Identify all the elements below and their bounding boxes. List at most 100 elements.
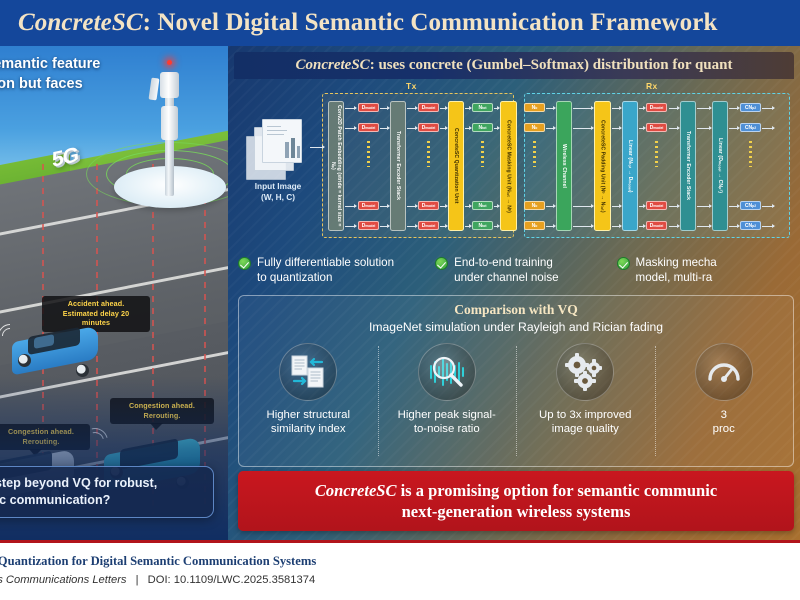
flow-arrow xyxy=(407,106,418,110)
comparison-label: 3 proc xyxy=(712,409,735,435)
feature-item: End-to-end training under channel noise xyxy=(435,256,616,296)
flow-arrow xyxy=(669,224,680,228)
flow-arrow xyxy=(380,224,390,228)
tower-antenna-arm xyxy=(148,77,160,101)
flow-arrow xyxy=(345,106,357,110)
check-icon xyxy=(435,257,449,270)
flow-arrow xyxy=(345,126,357,130)
ellipsis-dots xyxy=(481,141,484,167)
feature-item: Fully differentiable solution to quantiz… xyxy=(238,256,435,296)
gears-icon xyxy=(556,343,615,401)
ellipsis-dots xyxy=(427,141,430,167)
flow-arrow xyxy=(669,126,680,130)
check-icon xyxy=(238,257,251,270)
main-content-panel: ConcreteSC: uses concrete (Gumbel–Softma… xyxy=(228,46,800,540)
ellipsis-dots xyxy=(655,141,658,167)
wheel xyxy=(18,354,31,367)
subtitle-text: ConcreteSC: uses concrete (Gumbel–Softma… xyxy=(296,57,733,74)
flow-arrow xyxy=(669,204,680,208)
feature-label: Fully differentiable solution to quantiz… xyxy=(257,256,395,284)
signal-magnifier-icon xyxy=(417,343,476,401)
flow-arrow xyxy=(697,106,712,110)
flow-arrow xyxy=(465,204,472,208)
tower-beacon-light xyxy=(167,60,172,65)
flow-arrow xyxy=(669,106,680,110)
title-rest: : Novel Digital Semantic Communication F… xyxy=(142,9,718,36)
flow-arrow xyxy=(762,204,775,208)
ellipsis-dots xyxy=(533,141,536,167)
tx-label: Tx xyxy=(406,81,417,91)
poster-title-bar: ConcreteSC: Novel Digital Semantic Commu… xyxy=(0,0,800,46)
block-concretesc-padding-unit: ConcreteSC Padding Unit (Nᵇ → Nₜₒₜ) xyxy=(594,101,611,231)
input-image-label: Input Image (W, H, C) xyxy=(254,181,302,202)
block-concretesc-quantization-unit: ConcreteSC Quantization Unit xyxy=(448,101,464,231)
flow-arrow xyxy=(762,126,775,130)
block-linear-dmodel-cnp2: Linear (Dₘₒₔₑₗ → CNₚ²) xyxy=(712,101,728,231)
subtitle-emphasis: ConcreteSC xyxy=(295,57,370,73)
flow-arrow xyxy=(494,106,500,110)
conclusion-banner: ConcreteSC is a promising option for sem… xyxy=(238,471,794,531)
comparison-item: Higher structural similarity index xyxy=(239,342,378,462)
subtitle-rest: : uses concrete (Gumbel–Softmax) distrib… xyxy=(369,57,733,73)
paper-meta: Wireless Communications Letters | DOI: 1… xyxy=(0,574,660,586)
flow-arrow xyxy=(546,204,556,208)
flow-arrow xyxy=(697,224,712,228)
flow-arrow xyxy=(762,106,775,110)
conclusion-emphasis: ConcreteSC xyxy=(314,481,397,500)
cell-tower-icon xyxy=(86,54,228,208)
flow-arrow xyxy=(612,126,622,130)
flow-arrow xyxy=(494,204,500,208)
rx-label: Rx xyxy=(646,81,658,91)
ellipsis-dots xyxy=(367,141,370,167)
flow-arrow xyxy=(729,126,740,130)
subtitle-band: ConcreteSC: uses concrete (Gumbel–Softma… xyxy=(234,52,794,79)
tower-antenna-top xyxy=(160,72,179,98)
footer: ...Rate Quantization for Digital Semanti… xyxy=(0,540,800,600)
flow-arrow xyxy=(345,224,357,228)
flow-arrow xyxy=(573,126,594,130)
block-concretesc-masking-unit: ConcreteSC Masking Unit (Nₜₒₜ → Nᵇ) xyxy=(500,101,517,231)
flow-arrow xyxy=(465,126,472,130)
signal-path-line xyxy=(152,164,154,514)
flow-arrow xyxy=(407,224,418,228)
comparison-items: Higher structural similarity index xyxy=(239,342,793,462)
flow-arrow xyxy=(639,106,646,110)
flow-arrow xyxy=(697,126,712,130)
flow-arrow xyxy=(407,204,418,208)
feature-list: Fully differentiable solution to quantiz… xyxy=(238,256,794,296)
meta-separator: | xyxy=(135,574,139,586)
flow-arrow xyxy=(380,204,390,208)
speed-icon xyxy=(694,343,753,401)
comparison-item: Higher peak signal- to-noise ratio xyxy=(377,342,517,462)
wheel xyxy=(76,364,89,377)
block-transformer-encoder-stack-tx: Transformer Encoder Stack xyxy=(390,101,406,231)
flow-arrow xyxy=(465,224,472,228)
block-transformer-encoder-stack-rx: Transformer Encoder Stack xyxy=(680,101,696,231)
feature-item: Masking mecha model, multi-ra xyxy=(616,256,794,296)
architecture-diagram: Tx Rx Input Ima xyxy=(234,79,794,254)
comparison-item: 3 proc xyxy=(654,342,794,462)
flow-arrow xyxy=(639,126,646,130)
conclusion-text: ConcreteSC is a promising option for sem… xyxy=(315,480,717,522)
flow-arrow xyxy=(380,126,390,130)
input-image-thumbnail xyxy=(246,119,308,180)
flow-arrow xyxy=(440,204,448,208)
conclusion-rest: is a promising option for semantic commu… xyxy=(400,481,718,521)
flow-arrow xyxy=(440,126,448,130)
comparison-panel: Comparison with VQ ImageNet simulation u… xyxy=(238,295,794,467)
journal-name: Wireless Communications Letters xyxy=(0,574,127,586)
